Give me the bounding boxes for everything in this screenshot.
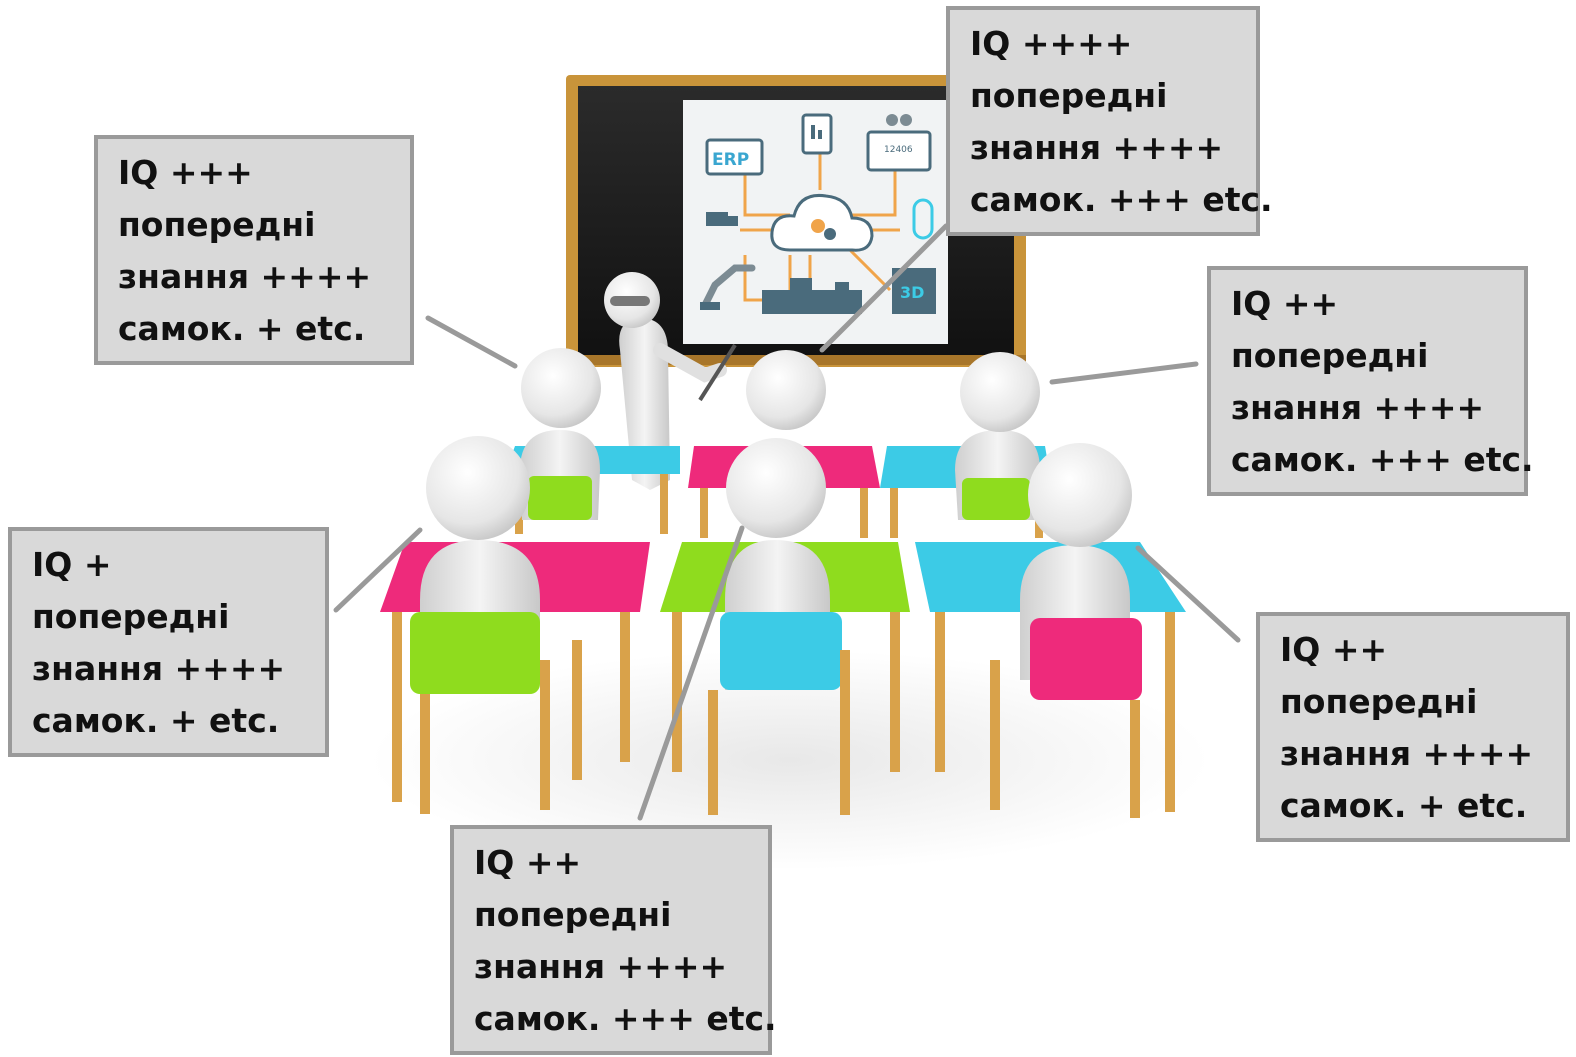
student-back-left	[520, 348, 601, 520]
robot-arm-icon	[700, 264, 756, 310]
callout-line-iq: IQ ++	[1231, 284, 1339, 323]
callout-line-knowledge: знання ++++	[474, 947, 728, 986]
pointer-right-upper	[1049, 361, 1199, 385]
callout-line-prior: попередні	[118, 205, 316, 244]
callout-line-selforg: самок. + etc.	[1280, 786, 1528, 825]
callout-line-prior: попередні	[32, 597, 230, 636]
callout-pointers	[333, 223, 1241, 821]
callout-line-prior: попередні	[970, 76, 1168, 115]
callout-line-prior: попередні	[1231, 336, 1429, 375]
callout-line-knowledge: знання ++++	[118, 257, 372, 296]
callout-top-right: IQ ++++ попередні знання ++++ самок. +++…	[946, 6, 1273, 236]
callout-line-selforg: самок. +++ etc.	[474, 999, 777, 1038]
truck-icon	[706, 212, 738, 226]
pointer-bottom	[637, 525, 745, 821]
callout-line-knowledge: знання ++++	[1231, 388, 1485, 427]
factory-icon	[762, 278, 862, 314]
callout-line-selforg: самок. +++ etc.	[1231, 440, 1534, 479]
conveyor-icon	[912, 198, 934, 240]
tablet-icon	[801, 113, 833, 155]
cloud-icon	[770, 193, 874, 252]
callout-right-lower: IQ ++ попередні знання ++++ самок. + etc…	[1256, 612, 1570, 842]
svg-text:ERP: ERP	[712, 150, 749, 170]
student-back-right	[955, 352, 1040, 520]
callout-line-selforg: самок. +++ etc.	[970, 180, 1273, 219]
dashboard-monitor-icon: 12406	[866, 114, 932, 172]
callout-line-prior: попередні	[1280, 682, 1478, 721]
callout-line-iq: IQ +	[32, 545, 112, 584]
pointer-top-right	[819, 223, 949, 353]
svg-text:12406: 12406	[884, 145, 913, 155]
svg-text:3D: 3D	[900, 283, 924, 302]
callout-line-iq: IQ ++	[474, 843, 582, 882]
chair-front-right	[990, 618, 1142, 818]
callout-line-prior: попередні	[474, 895, 672, 934]
callout-line-knowledge: знання ++++	[970, 128, 1224, 167]
erp-monitor-icon: ERP	[705, 138, 764, 176]
callout-line-iq: IQ +++	[118, 153, 253, 192]
board-slide: ERP 12406 3D	[683, 100, 948, 344]
callout-left: IQ + попередні знання ++++ самок. + etc.	[8, 527, 329, 757]
callout-line-knowledge: знання ++++	[1280, 734, 1534, 773]
chair-front-left	[410, 612, 582, 814]
callout-right-upper: IQ ++ попередні знання ++++ самок. +++ e…	[1207, 266, 1534, 496]
pointer-left	[333, 527, 423, 613]
chair-front-center	[708, 612, 850, 815]
student-back-center	[746, 350, 826, 430]
callout-bottom: IQ ++ попередні знання ++++ самок. +++ e…	[450, 825, 777, 1055]
callout-line-iq: IQ ++	[1280, 630, 1388, 669]
callout-line-selforg: самок. + etc.	[32, 701, 280, 740]
callout-line-selforg: самок. + etc.	[118, 309, 366, 348]
callout-top-left: IQ +++ попередні знання ++++ самок. + et…	[94, 135, 414, 365]
callout-line-knowledge: знання ++++	[32, 649, 286, 688]
pointer-top-left	[425, 315, 518, 369]
pointer-right-lower	[1135, 545, 1241, 643]
callout-line-iq: IQ ++++	[970, 24, 1133, 63]
